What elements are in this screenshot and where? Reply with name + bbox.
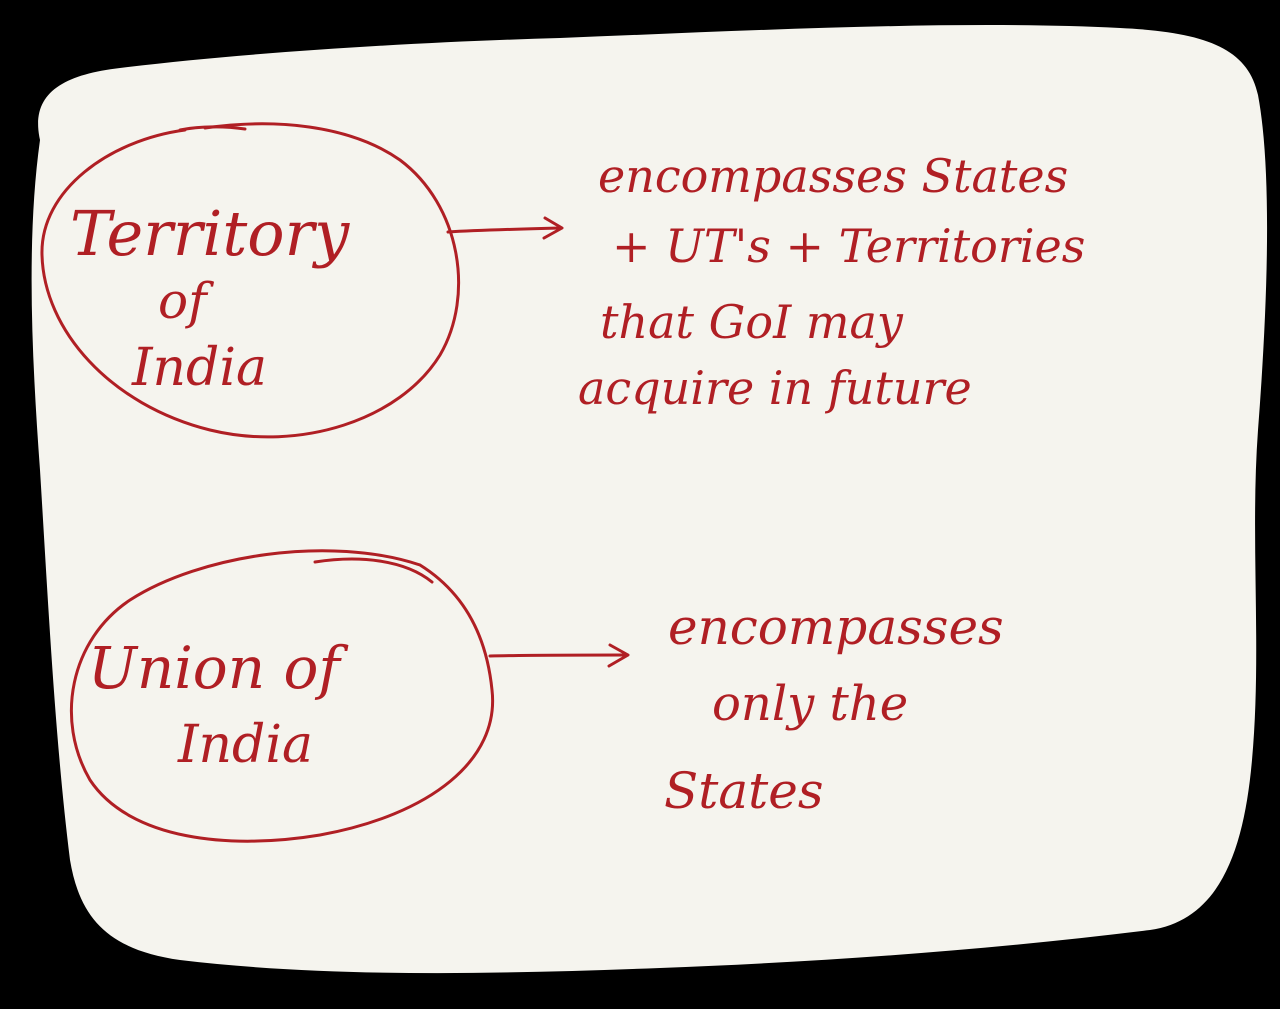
territory-ellipse: [40, 122, 461, 439]
union-of-india-group: Union of India encompasses only the Stat…: [69, 549, 1004, 843]
union-right-arrow-icon: [488, 643, 630, 668]
territory-description-line-4: acquire in future: [578, 361, 972, 415]
union-description-line-1: encompasses: [668, 598, 1004, 656]
territory-ellipse-tail: [178, 125, 247, 132]
territory-right-arrow-icon: [446, 216, 564, 240]
territory-label-line-2: of: [158, 272, 214, 330]
territory-description-line-3: that GoI may: [600, 295, 904, 349]
territory-description-line-2: + UT's + Territories: [612, 219, 1085, 273]
paper-background: [31, 25, 1268, 974]
union-label-line-2: India: [177, 715, 313, 775]
union-description-line-2: only the: [712, 676, 908, 732]
union-label-line-1: Union of: [88, 634, 349, 702]
union-ellipse-tail: [313, 557, 434, 584]
union-description-line-3: States: [664, 762, 824, 820]
territory-description-line-1: encompasses States: [598, 149, 1068, 203]
territory-of-india-group: Territory of India encompasses States + …: [40, 122, 1085, 439]
union-ellipse: [69, 549, 495, 843]
territory-label-line-3: India: [131, 338, 267, 398]
territory-label-line-1: Territory: [70, 197, 350, 270]
